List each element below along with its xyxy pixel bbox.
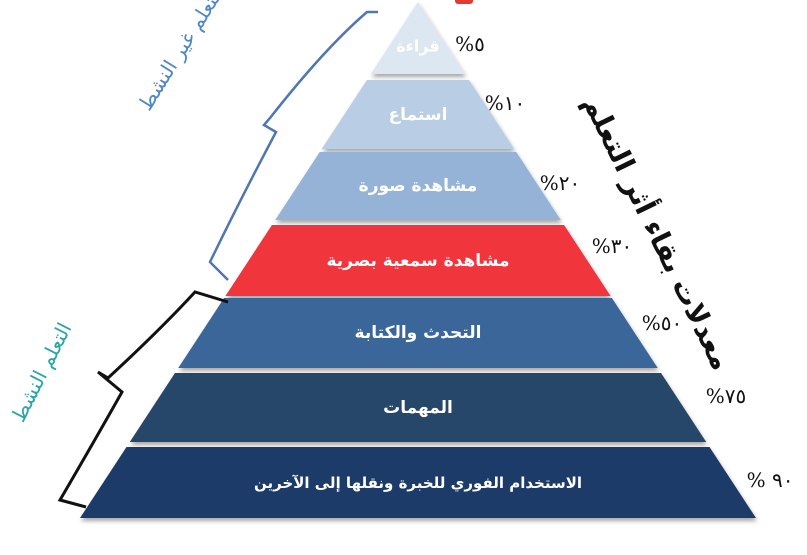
- pyramid-levels: [80, 2, 756, 518]
- pyramid-level-2: [321, 80, 515, 149]
- pyramid-level-6: [129, 373, 707, 442]
- pyramid-level-label: استماع: [388, 104, 448, 125]
- retention-percent: %٣٠: [591, 234, 633, 258]
- pyramid-level-4: [225, 225, 611, 296]
- pyramid-level-label: قراءة: [396, 36, 440, 56]
- pyramid-level-label: مشاهدة صورة: [358, 176, 478, 196]
- pyramid-level-label: المهمات: [383, 397, 453, 418]
- retention-percent: % ٩٠: [746, 468, 794, 492]
- retention-percent: %٧٥: [705, 384, 747, 408]
- pyramid-level-label: الاستخدام الفوري للخبرة ونقلها إلى الآخر…: [253, 473, 583, 492]
- pyramid-level-label: مشاهدة سمعية بصرية: [326, 250, 510, 271]
- retention-percent: %١٠: [484, 91, 526, 115]
- pyramid-level-label: التحدث والكتابة: [354, 323, 482, 343]
- pyramid-level-7: [80, 447, 756, 518]
- top-red-mark: [455, 0, 473, 4]
- active-learning-bracket: [57, 290, 229, 509]
- pyramid-level-3: [275, 152, 561, 220]
- pyramid-level-5: [178, 298, 658, 368]
- retention-percent: %٢٠: [539, 171, 581, 195]
- passive-learning-bracket: [208, 10, 378, 281]
- pyramid-level-1: [370, 2, 466, 74]
- retention-percent: %٥: [455, 32, 485, 56]
- retention-percent: %٥٠: [641, 311, 683, 335]
